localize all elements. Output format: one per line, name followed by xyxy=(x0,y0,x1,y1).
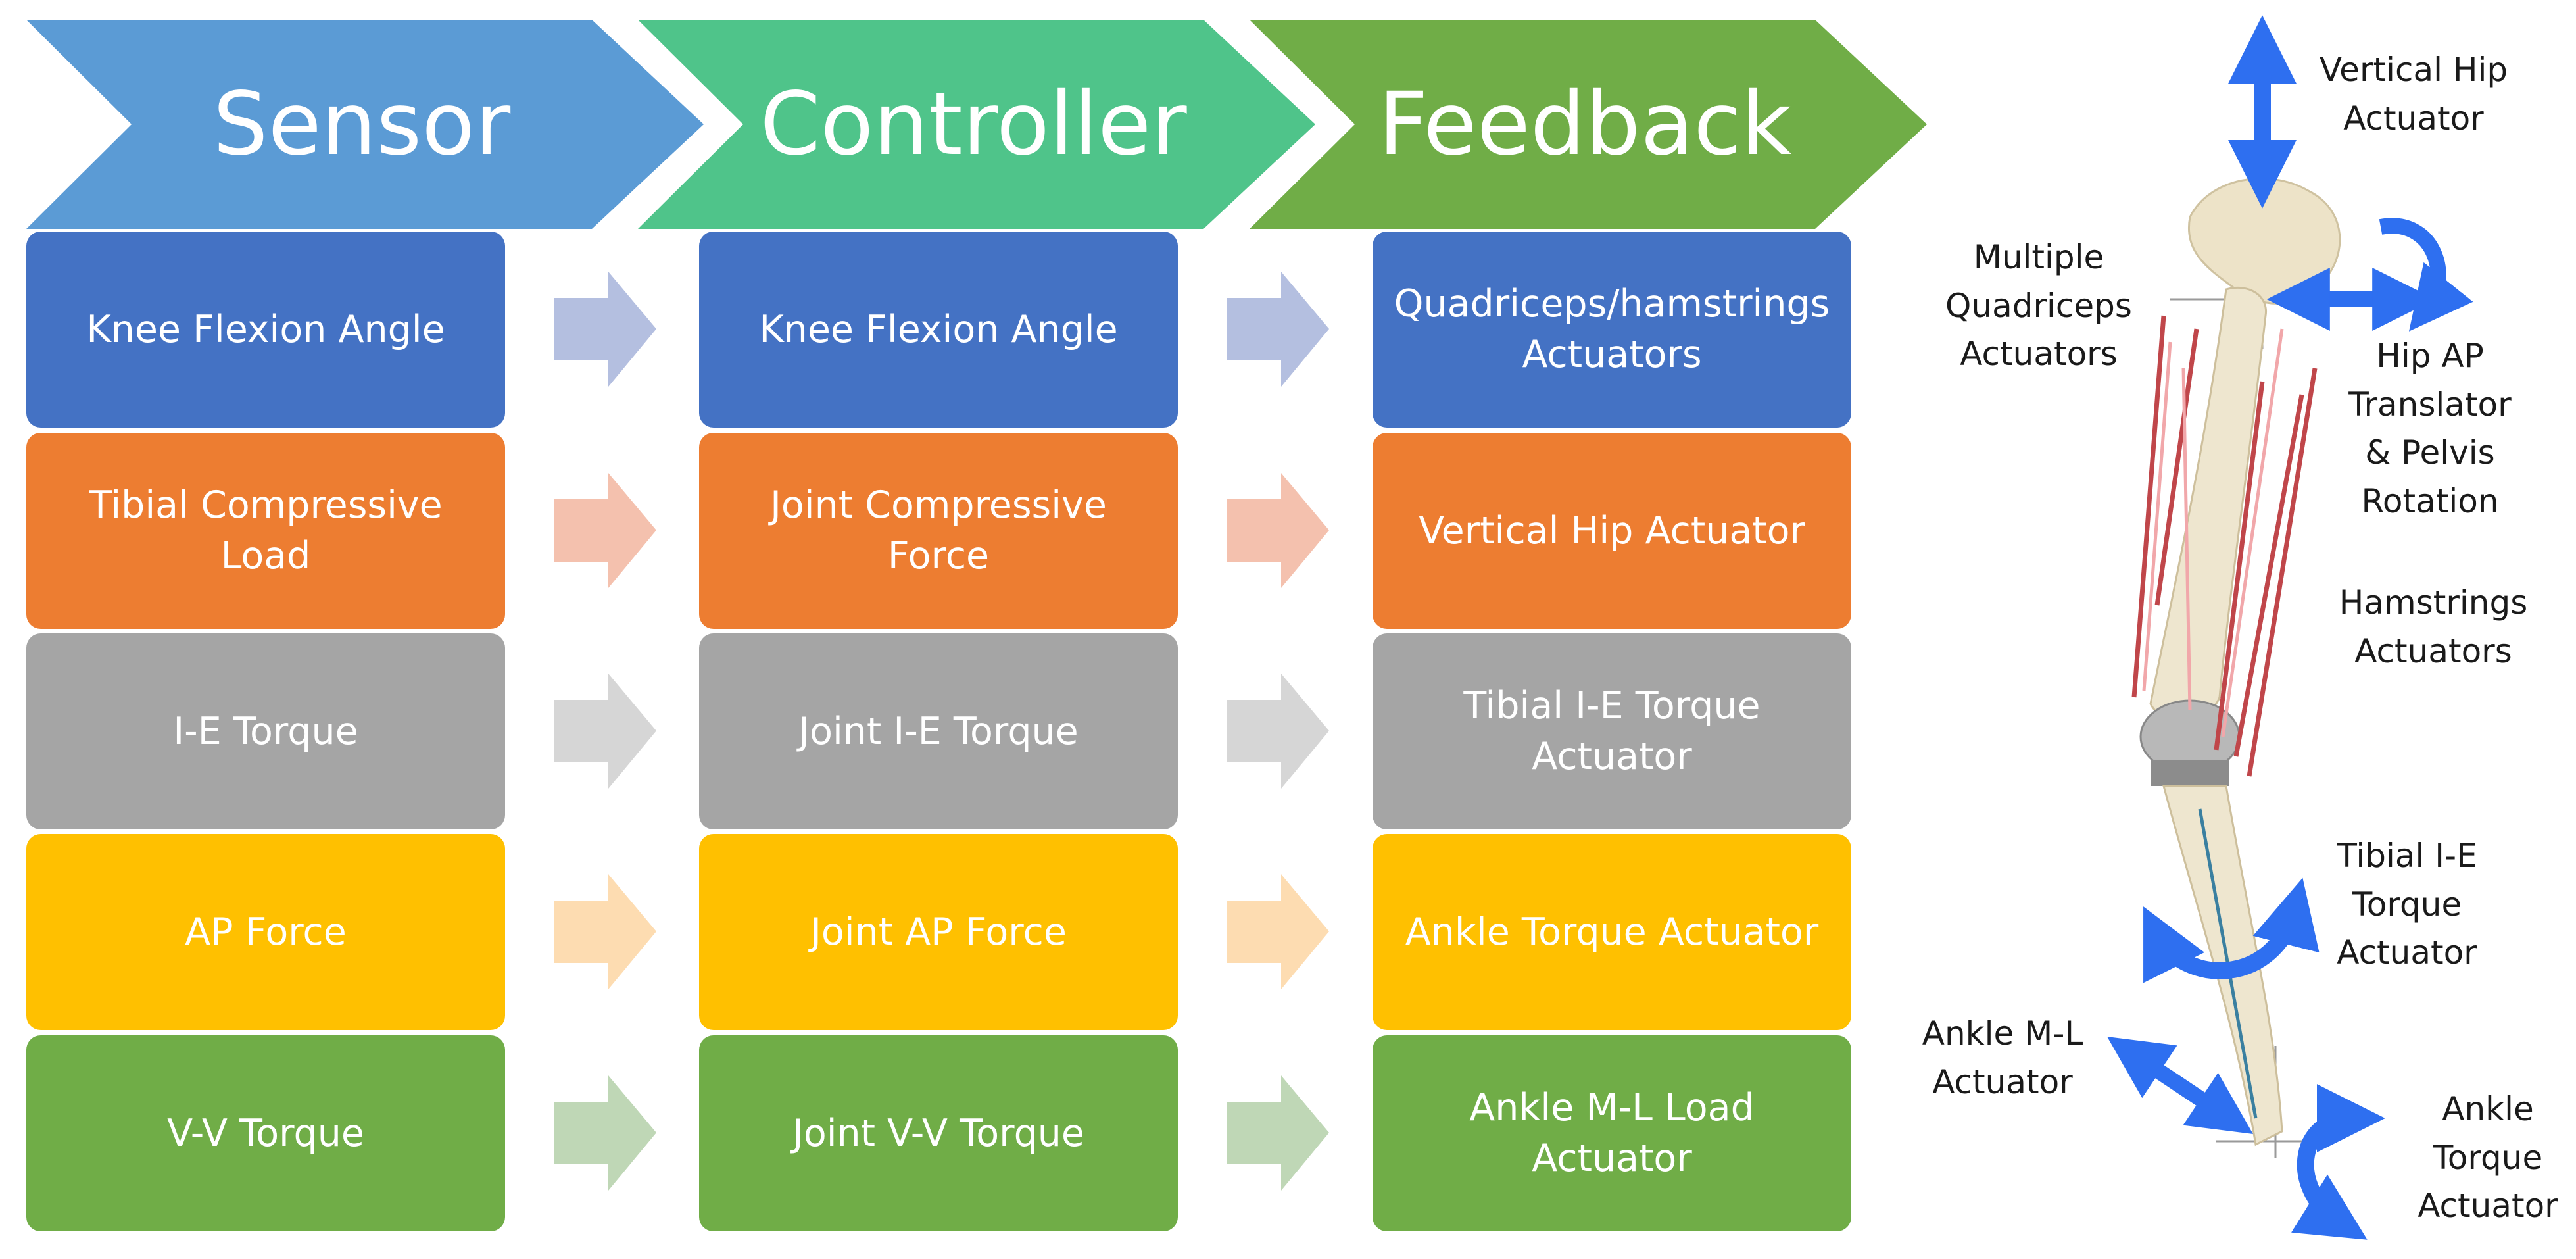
label-hip-ap-translator: Hip AP Translator & Pelvis Rotation xyxy=(2348,337,2512,520)
label-hamstrings-actuators: Hamstrings Actuators xyxy=(2339,583,2528,670)
muscle-pink-lines xyxy=(2142,328,2284,737)
label-ankle-torque-actuator: Ankle Torque Actuator xyxy=(2418,1090,2558,1225)
stage-feedback-chevron: Feedback xyxy=(1250,20,1927,229)
controller-box-knee-flexion: Knee Flexion Angle xyxy=(699,232,1178,428)
controller-box-ap-force: Joint AP Force xyxy=(699,834,1178,1030)
controller-box-compressive-force: Joint Compressive Force xyxy=(699,433,1178,629)
pelvis-bone xyxy=(2188,177,2341,305)
controller-box-vv-torque: Joint V-V Torque xyxy=(699,1035,1178,1231)
chevron-shape xyxy=(1250,20,1927,229)
stage-sensor-chevron: Sensor xyxy=(26,20,704,229)
knee-simulator-illustration xyxy=(2107,15,2473,1240)
flow-arrow-icon xyxy=(1227,272,1329,387)
feedback-box-tibial-ie: Tibial I-E Torque Actuator xyxy=(1373,633,1851,829)
sensor-box-ie-torque: I-E Torque xyxy=(26,633,505,829)
label-multiple-quadriceps: Multiple Quadriceps Actuators xyxy=(1945,238,2132,373)
ankle-ml-arrow-icon xyxy=(2107,1037,2253,1134)
pelvis-rotation-arrow-icon xyxy=(2379,218,2473,332)
chevron-shape xyxy=(26,20,704,229)
sensor-box-vv-torque: V-V Torque xyxy=(26,1035,505,1231)
feedback-box-ankle-torque: Ankle Torque Actuator xyxy=(1373,834,1851,1030)
flow-arrow-icon xyxy=(1227,674,1329,789)
flow-arrow-icon xyxy=(554,272,656,387)
flow-arrow-icon xyxy=(1227,473,1329,588)
stage-controller-label: Controller xyxy=(760,74,1187,175)
stage-feedback-label: Feedback xyxy=(1378,74,1792,175)
flow-arrow-icon xyxy=(554,473,656,588)
ankle-torque-arrow-icon xyxy=(2291,1084,2385,1240)
sensor-box-ap-force: AP Force xyxy=(26,834,505,1030)
controller-box-ie-torque: Joint I-E Torque xyxy=(699,633,1178,829)
tibial-ie-rotation-arrow-icon xyxy=(2143,877,2320,983)
stage-sensor-label: Sensor xyxy=(212,74,511,175)
label-vertical-hip-actuator: Vertical Hip Actuator xyxy=(2319,51,2508,137)
feedback-box-quad-hamstrings: Quadriceps/hamstrings Actuators xyxy=(1373,232,1851,428)
label-ankle-ml-actuator: Ankle M-L Actuator xyxy=(1922,1014,2083,1101)
sensor-box-tibial-load: Tibial Compressive Load xyxy=(26,433,505,629)
tibial-tray xyxy=(2151,760,2229,786)
sensor-box-knee-flexion: Knee Flexion Angle xyxy=(26,232,505,428)
flow-arrow-icon xyxy=(1227,874,1329,989)
chevron-shape xyxy=(638,20,1315,229)
feedback-box-vertical-hip: Vertical Hip Actuator xyxy=(1373,433,1851,629)
flow-arrow-icon xyxy=(554,874,656,989)
flow-arrow-icon xyxy=(554,1075,656,1191)
flow-arrow-icon xyxy=(554,674,656,789)
stage-controller-chevron: Controller xyxy=(638,20,1315,229)
feedback-box-ankle-ml: Ankle M-L Load Actuator xyxy=(1373,1035,1851,1231)
flow-arrow-icon xyxy=(1227,1075,1329,1191)
label-tibial-ie-actuator: Tibial I-E Torque Actuator xyxy=(2337,837,2477,972)
muscle-actuator-lines xyxy=(2131,315,2318,777)
